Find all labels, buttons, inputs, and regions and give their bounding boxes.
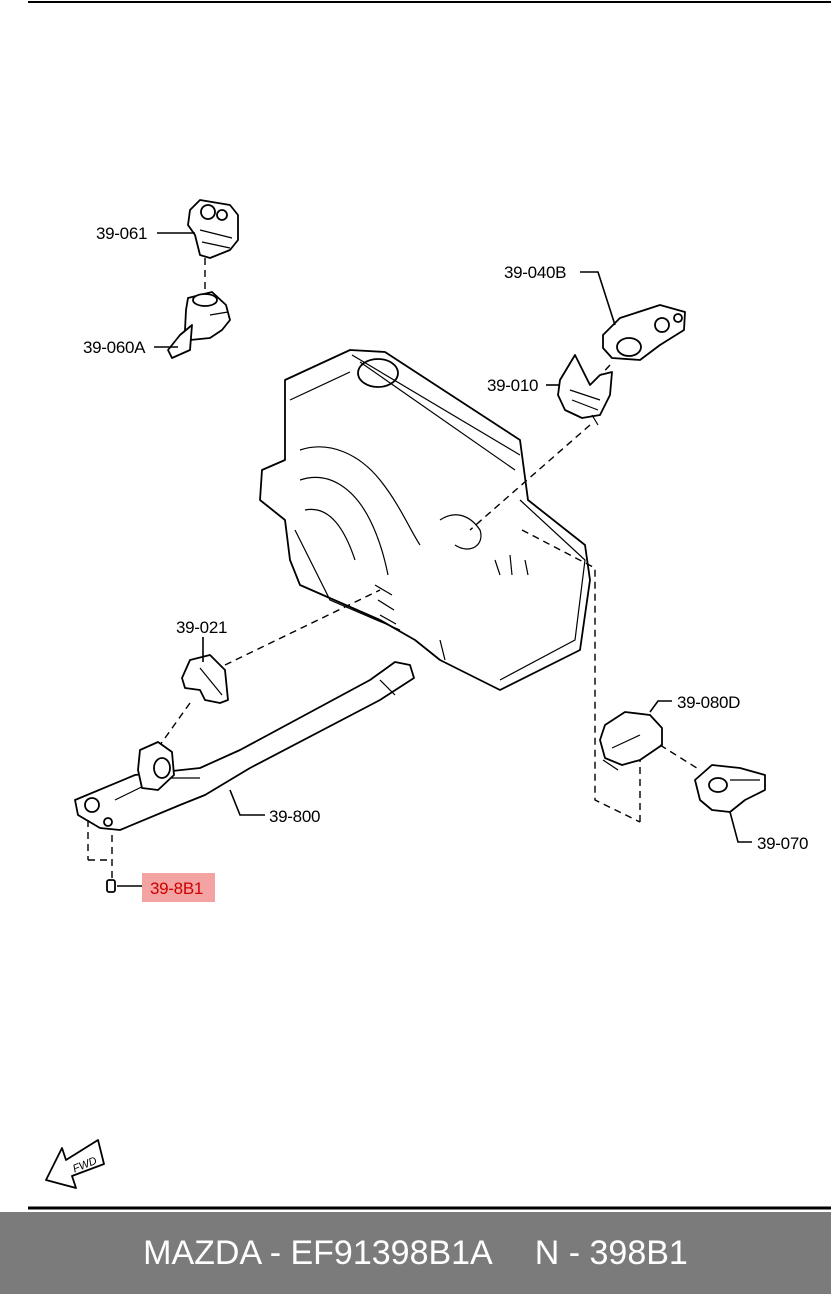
callout-39-070[interactable]: 39-070 — [757, 834, 808, 853]
footer-bar: MAZDA - EF91398B1A N - 398B1 — [0, 1212, 831, 1294]
part-39-070-mount — [694, 764, 766, 813]
part-39-040b-mount — [602, 304, 686, 361]
part-39-8b1-bolt — [106, 879, 116, 893]
part-39-060a-mount — [167, 291, 231, 359]
part-39-061-bracket — [187, 199, 239, 259]
highlight-box — [142, 873, 215, 902]
engine-illustration — [259, 349, 591, 691]
footer-part-number: MAZDA - EF91398B1A — [143, 1233, 493, 1272]
part-39-021-bracket — [181, 654, 229, 704]
callout-39-800[interactable]: 39-800 — [269, 807, 320, 826]
footer-ref-number: N - 398B1 — [534, 1233, 688, 1272]
callout-39-080d[interactable]: 39-080D — [677, 693, 740, 712]
part-39-800-crossmember — [74, 661, 415, 831]
callout-39-061[interactable]: 39-061 — [96, 224, 147, 243]
callout-39-010[interactable]: 39-010 — [487, 376, 538, 395]
callout-39-060a[interactable]: 39-060A — [83, 338, 146, 357]
callout-39-8b1[interactable]: 39-8B1 — [150, 879, 203, 898]
callout-39-021[interactable]: 39-021 — [176, 618, 227, 637]
fwd-arrow-icon: FWD — [45, 1139, 105, 1189]
part-39-080d-mount — [599, 711, 663, 771]
part-39-010-bracket — [557, 354, 613, 426]
parts-diagram: 39-061 39-060A 39-040B 39-010 39-021 39-… — [28, 1, 831, 1210]
callout-39-040b[interactable]: 39-040B — [504, 263, 566, 282]
